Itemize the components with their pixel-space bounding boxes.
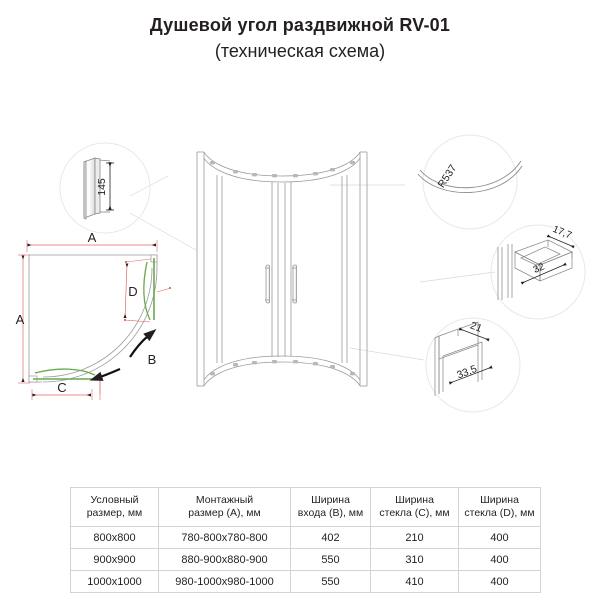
dimension-glass-depth: 33,5 (455, 363, 479, 382)
cell-glass-width-c: 210 (370, 526, 459, 549)
roller-fixings-top (210, 161, 355, 178)
header-line-1: Ширина (311, 494, 350, 506)
dimension-radius: R537 (436, 162, 460, 190)
header-line-1: Монтажный (195, 494, 254, 506)
dimension-B: B (99, 286, 172, 394)
detail-radius-r537: R537 (417, 134, 523, 230)
cell-mounting-size: 880-900x880-900 (158, 548, 291, 571)
column-header-nominal-size: Условный размер, мм (70, 487, 159, 527)
plan-label-C: C (57, 380, 66, 395)
dimension-32: 32 (520, 261, 567, 285)
plan-label-A-top: A (88, 230, 97, 245)
dimension-17-7: 17,7 (546, 224, 575, 249)
header-line-1: Условный (90, 494, 139, 506)
cell-glass-width-d: 400 (458, 548, 541, 571)
dimension-glass-offset: 21 (468, 320, 483, 335)
glass-panels-plan (33, 258, 155, 380)
detail-rail-section: 17,7 32 (490, 224, 586, 320)
dimension-21: 21 (458, 320, 490, 342)
table-row: 1000x1000 980-1000x980-1000 550 410 400 (70, 570, 541, 593)
dimension-D: D (123, 258, 152, 323)
cell-entry-width: 402 (290, 526, 371, 549)
cell-glass-width-d: 400 (458, 570, 541, 593)
cell-mounting-size: 980-1000x980-1000 (158, 570, 291, 593)
cell-entry-width: 550 (290, 548, 371, 571)
table-row: 800x800 780-800x780-800 402 210 400 (70, 526, 541, 549)
leader-lines (129, 175, 496, 361)
cell-nominal-size: 900x900 (70, 548, 159, 571)
sliding-glass-plan (34, 261, 151, 376)
cell-nominal-size: 800x800 (70, 526, 159, 549)
cell-glass-width-c: 410 (370, 570, 459, 593)
roller-fixings-bottom (210, 360, 355, 376)
header-line-2: стекла (D), мм (464, 507, 535, 519)
cell-mounting-size: 780-800x780-800 (158, 526, 291, 549)
header-line-2: размер (A), мм (188, 507, 261, 519)
specification-table: Условный размер, мм Монтажный размер (A)… (70, 487, 541, 593)
header-line-2: размер, мм (86, 507, 143, 519)
plan-label-A-left: A (16, 312, 25, 327)
column-header-entry-width: Ширина входа (B), мм (290, 487, 371, 527)
dimension-A-left: A (16, 255, 25, 382)
column-header-mounting-size: Монтажный размер (A), мм (158, 487, 291, 527)
dimension-33-5: 33,5 (448, 363, 493, 385)
plan-view: A A C (16, 230, 172, 400)
header-line-2: стекла (C), мм (379, 507, 450, 519)
motion-arrows (89, 328, 157, 381)
dimension-profile-depth: 145 (96, 178, 108, 196)
dimension-A-top: A (27, 230, 156, 247)
dimension-C: C (32, 380, 91, 397)
cell-glass-width-c: 310 (370, 548, 459, 571)
dimension-rail-height: 17,7 (551, 224, 574, 242)
title-secondary: (техническая схема) (214, 41, 386, 61)
title-primary: Душевой угол раздвижной RV-01 (149, 15, 451, 35)
column-header-glass-width-d: Ширина стекла (D), мм (458, 487, 541, 527)
plan-label-B: B (148, 352, 157, 367)
header-line-2: входа (B), мм (297, 507, 364, 519)
cell-nominal-size: 1000x1000 (70, 570, 159, 593)
main-elevation-view (196, 151, 368, 387)
plan-label-D: D (128, 284, 137, 299)
header-line-1: Ширина (480, 494, 519, 506)
cell-glass-width-d: 400 (458, 526, 541, 549)
detail-profile-145: 145 (59, 142, 151, 234)
column-header-glass-width-c: Ширина стекла (C), мм (370, 487, 459, 527)
dimension-rail-width: 32 (532, 261, 547, 276)
detail-glass-joint: 21 33,5 (425, 317, 521, 413)
cell-entry-width: 550 (290, 570, 371, 593)
door-handles (265, 264, 297, 304)
header-line-1: Ширина (395, 494, 434, 506)
page-title: Душевой угол раздвижной RV-01 (техническ… (0, 12, 600, 64)
table-row: 900x900 880-900x880-900 550 310 400 (70, 548, 541, 571)
table-header-row: Условный размер, мм Монтажный размер (A)… (70, 487, 541, 527)
